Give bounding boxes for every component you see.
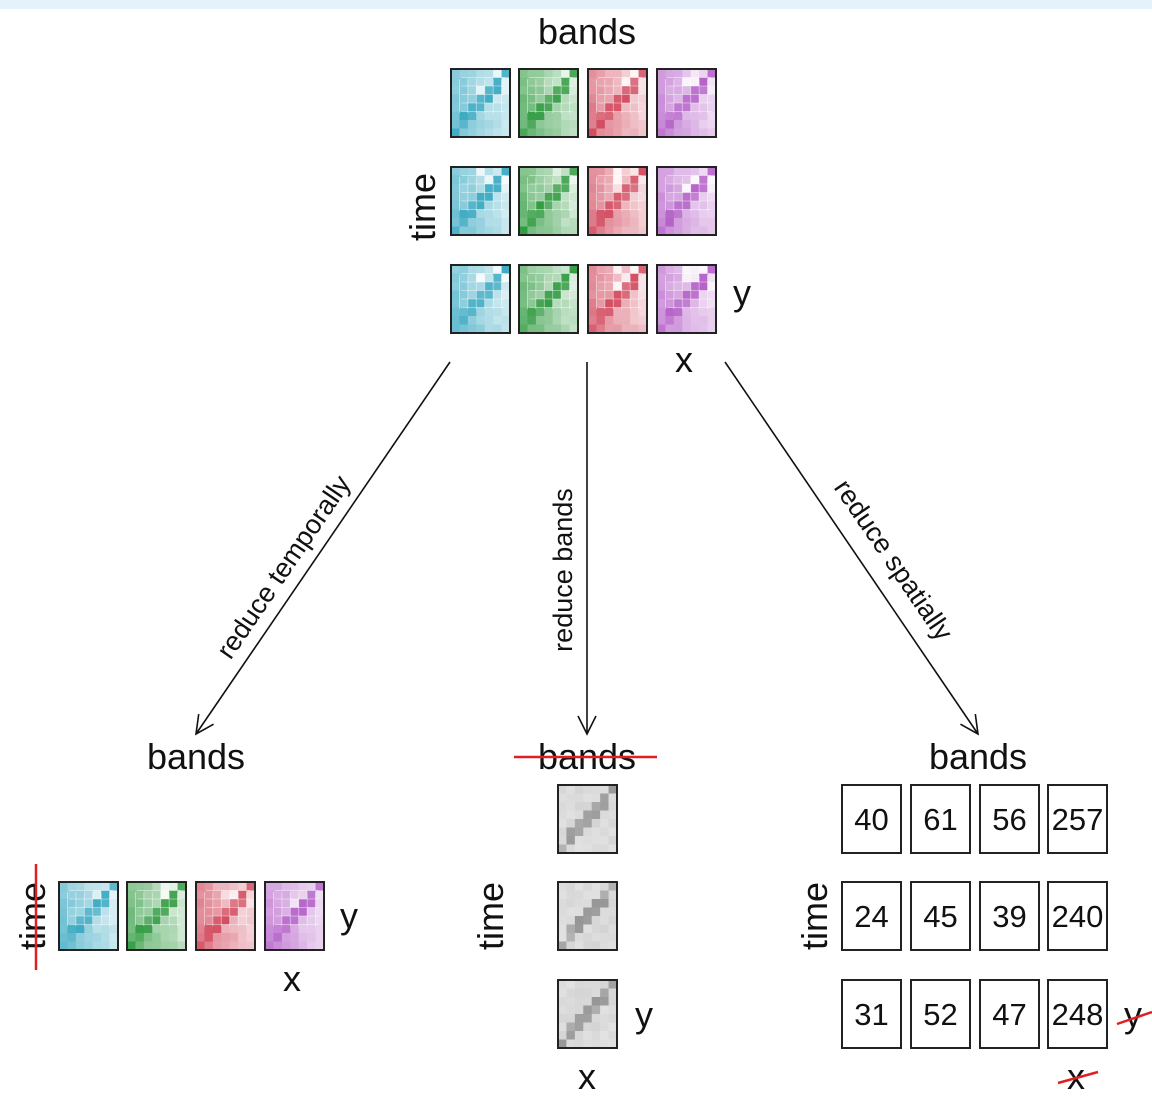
mid-tile-t1 — [557, 784, 618, 854]
top-tile-t1-b4 — [656, 68, 717, 138]
value-box: 39 — [979, 881, 1040, 951]
value-box: 52 — [910, 979, 971, 1049]
top-tile-t3-b2 — [518, 264, 579, 334]
value-box: 40 — [841, 784, 902, 854]
left-time-label-struck: time — [12, 882, 53, 950]
right-bands-label: bands — [929, 736, 1027, 777]
right-x-strike — [1057, 1070, 1099, 1085]
top-x-label: x — [675, 339, 693, 380]
top-tile-t2-b2 — [518, 166, 579, 236]
top-tile-t2-b4 — [656, 166, 717, 236]
mid-tile-t3 — [557, 979, 618, 1049]
top-tile-t1-b2 — [518, 68, 579, 138]
top-time-label: time — [402, 173, 443, 241]
top-tile-t1-b1 — [450, 68, 511, 138]
mid-x-label: x — [578, 1056, 596, 1097]
mid-time-label: time — [470, 882, 511, 950]
value-box: 31 — [841, 979, 902, 1049]
value-text: 40 — [854, 802, 888, 837]
top-y-label: y — [733, 272, 751, 313]
top-tile-t2-b3 — [587, 166, 648, 236]
value-box: 45 — [910, 881, 971, 951]
left-x-label: x — [283, 958, 301, 999]
temporal-result-cube — [58, 881, 325, 951]
label-reduce-spatially: reduce spatially — [828, 474, 959, 646]
value-text: 31 — [854, 997, 888, 1032]
top-tile-t3-b1 — [450, 264, 511, 334]
top-tile-t2-b1 — [450, 166, 511, 236]
arrow-reduce-temporally — [194, 361, 451, 736]
left-tile-b3 — [195, 881, 256, 951]
top-cube — [450, 68, 717, 334]
value-text: 39 — [992, 899, 1026, 934]
mid-y-label: y — [635, 994, 653, 1035]
value-text: 257 — [1052, 802, 1104, 837]
right-y-strike — [1116, 1010, 1152, 1026]
right-y-label-struck: y — [1124, 994, 1142, 1035]
left-tile-b4 — [264, 881, 325, 951]
arrow-reduce-spatially — [724, 361, 980, 736]
top-bands-label: bands — [538, 11, 636, 52]
value-text: 61 — [923, 802, 957, 837]
value-text: 248 — [1052, 997, 1104, 1032]
value-text: 56 — [992, 802, 1026, 837]
mid-tile-t2 — [557, 881, 618, 951]
top-tile-t1-b3 — [587, 68, 648, 138]
right-time-label: time — [794, 882, 835, 950]
left-tile-b1 — [58, 881, 119, 951]
value-text: 47 — [992, 997, 1026, 1032]
left-y-label: y — [340, 895, 358, 936]
left-bands-label: bands — [147, 736, 245, 777]
top-tile-t3-b4 — [656, 264, 717, 334]
value-box: 257 — [1047, 784, 1108, 854]
top-tile-t3-b3 — [587, 264, 648, 334]
value-box: 47 — [979, 979, 1040, 1049]
value-text: 45 — [923, 899, 957, 934]
value-box: 56 — [979, 784, 1040, 854]
label-reduce-bands: reduce bands — [548, 488, 578, 652]
spatial-result-cube: 40 61 56 257 24 45 39 240 31 52 47 248 — [841, 784, 1108, 1049]
value-box: 248 — [1047, 979, 1108, 1049]
left-tile-b2 — [126, 881, 187, 951]
value-text: 24 — [854, 899, 888, 934]
bands-result-cube — [557, 784, 618, 1049]
right-x-label-struck: x — [1067, 1056, 1085, 1097]
value-box: 61 — [910, 784, 971, 854]
value-text: 240 — [1052, 899, 1104, 934]
value-box: 240 — [1047, 881, 1108, 951]
value-box: 24 — [841, 881, 902, 951]
value-text: 52 — [923, 997, 957, 1032]
label-reduce-temporally: reduce temporally — [211, 469, 357, 664]
top-bar — [0, 0, 1152, 9]
